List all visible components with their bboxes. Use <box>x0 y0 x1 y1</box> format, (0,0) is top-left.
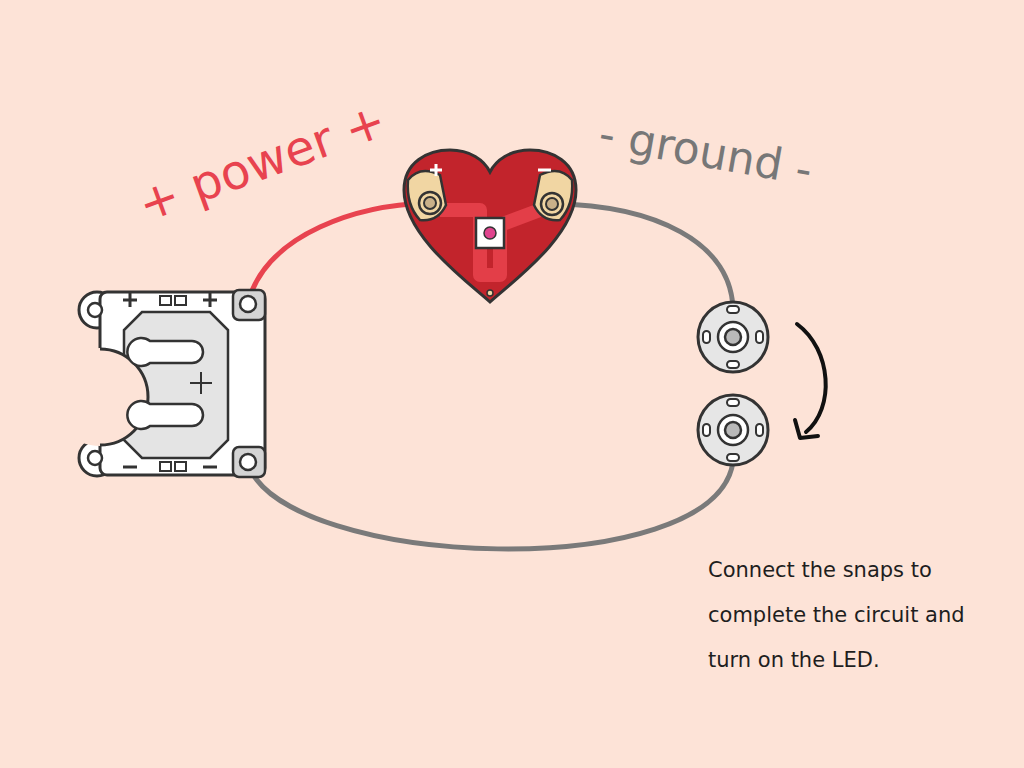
arrow-curve <box>797 324 826 432</box>
power-wire <box>248 203 428 302</box>
snap-slot <box>727 306 739 313</box>
plus-mark <box>190 372 212 394</box>
instruction-note: Connect the snaps to complete the circui… <box>708 548 970 683</box>
pad <box>175 462 186 471</box>
pad-ring <box>419 192 441 214</box>
arrow-head <box>795 420 818 438</box>
minus-mark <box>123 466 137 469</box>
plus-mark <box>123 293 137 307</box>
terminal-hole <box>240 296 256 312</box>
snap-top <box>698 302 768 372</box>
minus-mark <box>538 169 551 172</box>
snap-slot <box>727 361 739 368</box>
snap-bottom <box>698 395 768 465</box>
pad <box>175 296 186 305</box>
terminal-hole <box>240 454 256 470</box>
snap-ring <box>718 322 748 352</box>
snap-center <box>725 329 741 345</box>
heart-board <box>404 150 576 302</box>
minus-mark <box>203 466 217 469</box>
pad-hole <box>546 198 558 210</box>
solder-pad <box>534 171 572 220</box>
snap-body <box>698 395 768 465</box>
keyhole <box>127 338 203 366</box>
trace <box>440 210 540 275</box>
heart-led-board <box>404 150 576 302</box>
connect-arrow <box>795 324 826 438</box>
board-hole <box>487 290 493 296</box>
plus-mark <box>203 293 217 307</box>
snap-slot <box>727 399 739 406</box>
ground-wire <box>248 462 733 549</box>
solder-pad <box>408 171 446 220</box>
snap-slot <box>756 424 763 436</box>
pad-ring <box>541 193 563 215</box>
snap-center <box>725 422 741 438</box>
mount-hole <box>88 303 102 317</box>
snap-slot <box>727 454 739 461</box>
snap-ring <box>718 415 748 445</box>
keyhole <box>127 401 203 429</box>
snap-slot <box>703 424 710 436</box>
led-chip <box>476 218 504 248</box>
pad <box>160 296 171 305</box>
ground-wire <box>554 204 733 316</box>
mount-hole <box>88 451 102 465</box>
snap-slot <box>703 331 710 343</box>
pad <box>160 462 171 471</box>
led-dot <box>484 227 496 239</box>
pad-hole <box>424 197 436 209</box>
snap-body <box>698 302 768 372</box>
snap-slot <box>756 331 763 343</box>
terminal <box>233 290 265 320</box>
terminal <box>233 447 265 477</box>
battery-holder <box>51 290 265 477</box>
plus-mark <box>430 164 442 176</box>
